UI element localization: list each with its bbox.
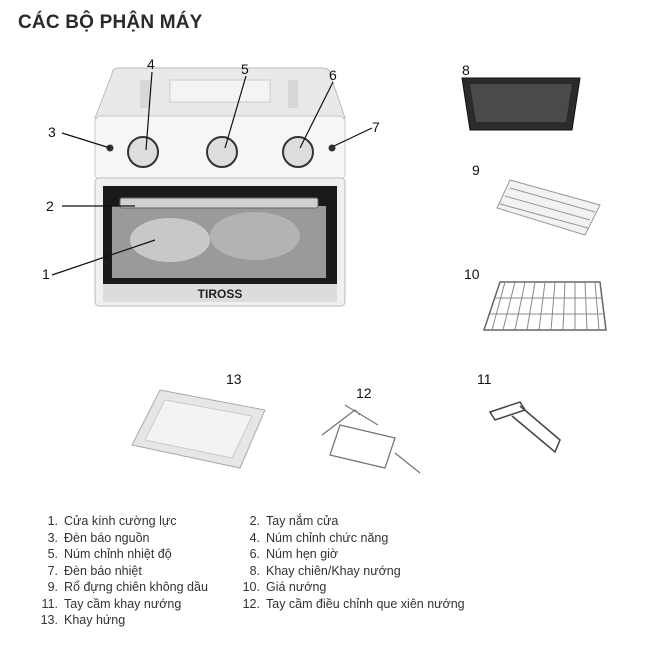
legend-number: 12. [242, 597, 260, 611]
legend-item: 11. Tay cầm khay nướng [30, 597, 182, 611]
diagram-illustrations: TIROSS [51, 67, 607, 474]
legend-label: Rổ đựng chiên không dầu [64, 580, 208, 594]
legend-label: Cửa kính cường lực [64, 514, 177, 528]
legend-label: Núm chỉnh nhiệt độ [64, 547, 172, 561]
callout-11: 11 [477, 371, 492, 387]
legend-label: Khay hứng [64, 613, 126, 627]
legend-number: 5. [47, 547, 58, 561]
heat-indicator-light [328, 144, 336, 152]
legend-number: 7. [47, 564, 58, 578]
callout-10: 10 [464, 266, 480, 282]
callout-3: 3 [48, 124, 56, 140]
callout-5: 5 [241, 61, 249, 77]
legend-item: 7. Đèn báo nhiệt [30, 564, 142, 578]
legend-label: Khay chiên/Khay nướng [266, 564, 401, 578]
callout-1: 1 [42, 266, 50, 282]
callout-12: 12 [356, 385, 372, 401]
legend-number: 13. [40, 613, 58, 627]
callout-8: 8 [462, 62, 470, 78]
legend-item: 9. Rổ đựng chiên không dầu [30, 580, 208, 594]
legend-number: 9. [47, 580, 58, 594]
legend-item: 6. Núm hẹn giờ [232, 547, 339, 561]
legend-item: 4. Núm chỉnh chức năng [232, 531, 389, 545]
legend-number: 2. [249, 514, 260, 528]
legend-number: 1. [47, 514, 58, 528]
air-fryer-oven: TIROSS [94, 67, 346, 307]
legend-label: Đèn báo nguồn [64, 531, 150, 545]
timer-knob[interactable] [282, 136, 314, 168]
legend-number: 11. [41, 597, 58, 611]
air-fry-basket [496, 179, 601, 236]
grill-rack [482, 281, 607, 331]
legend-label: Tay cầm khay nướng [64, 597, 182, 611]
callout-13: 13 [226, 371, 242, 387]
legend-item: 13. Khay hứng [30, 613, 126, 627]
legend-item: 2. Tay nắm cửa [232, 514, 339, 528]
legend-item: 1. Cửa kính cường lực [30, 514, 177, 528]
legend-number: 4. [249, 531, 260, 545]
temperature-knob[interactable] [206, 136, 238, 168]
rotisserie-fork-handle [321, 404, 421, 474]
drip-tray [131, 389, 266, 469]
callout-6: 6 [329, 67, 337, 83]
oven-brand-logo: TIROSS [198, 287, 243, 301]
callout-lines [51, 71, 373, 276]
legend-label: Đèn báo nhiệt [64, 564, 142, 578]
callout-7: 7 [372, 119, 380, 135]
legend-item: 8. Khay chiên/Khay nướng [232, 564, 401, 578]
legend-number: 10. [242, 580, 260, 594]
tray-handle [488, 401, 561, 454]
legend-item: 5. Núm chỉnh nhiệt độ [30, 547, 172, 561]
baking-tray [461, 77, 581, 131]
page-title: CÁC BỘ PHẬN MÁY [18, 12, 203, 33]
legend-label: Tay nắm cửa [266, 514, 339, 528]
legend-item: 3. Đèn báo nguồn [30, 531, 150, 545]
legend-number: 3. [47, 531, 58, 545]
function-knob[interactable] [127, 136, 159, 168]
callout-2: 2 [46, 198, 54, 214]
legend-number: 8. [249, 564, 260, 578]
legend-item: 12. Tay cầm điều chỉnh que xiên nướng [232, 597, 465, 611]
callout-4: 4 [147, 56, 155, 72]
legend-label: Tay cầm điều chỉnh que xiên nướng [266, 597, 465, 611]
legend-label: Giá nướng [266, 580, 327, 594]
legend-label: Núm chỉnh chức năng [266, 531, 389, 545]
callout-9: 9 [472, 162, 480, 178]
legend-item: 10. Giá nướng [232, 580, 327, 594]
legend-number: 6. [249, 547, 260, 561]
legend-label: Núm hẹn giờ [266, 547, 339, 561]
